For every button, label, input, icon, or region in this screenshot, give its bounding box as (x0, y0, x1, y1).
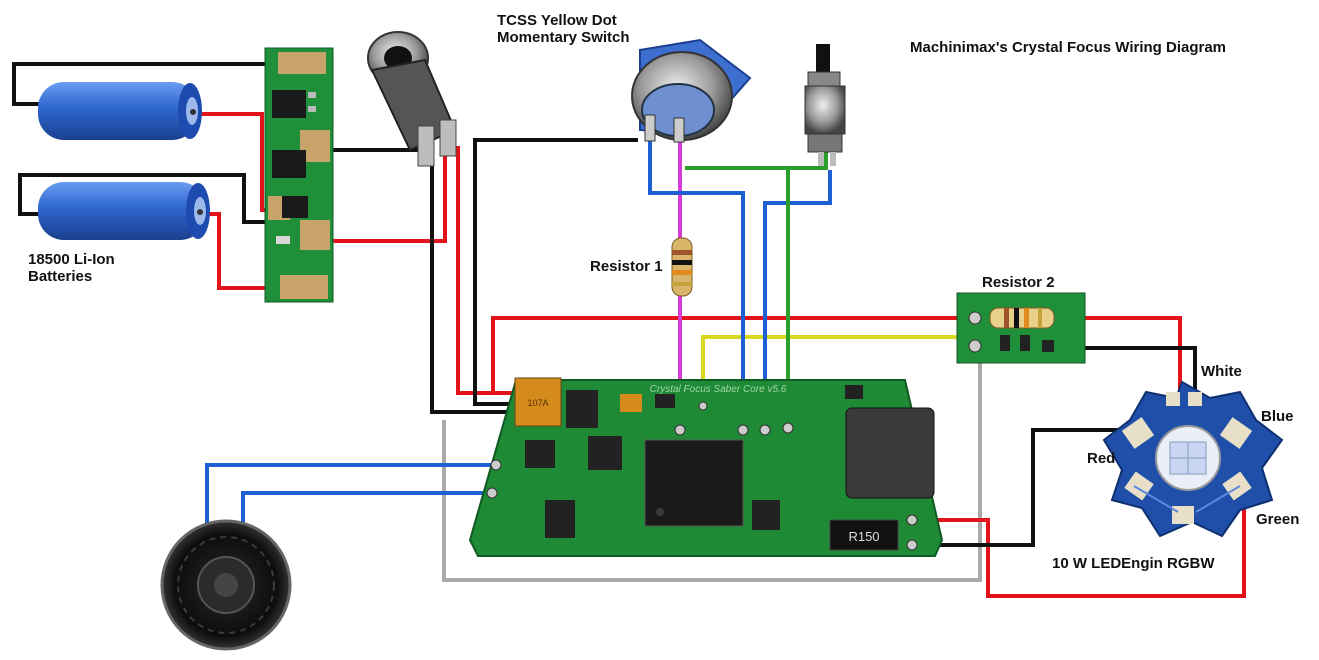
led-label: 10 W LEDEngin RGBW (1052, 555, 1215, 572)
wire-board-red-to-green-pad (912, 487, 1246, 598)
wire-speaker-2 (241, 491, 492, 527)
resistor-1-label: Resistor 1 (590, 258, 663, 275)
main-board: 107A Crystal Focus Saber Core v5.6 R150 (468, 377, 944, 557)
wire-black-to-blue-pad (1050, 346, 1197, 394)
board-silkscreen: Crystal Focus Saber Core v5.6 (650, 384, 787, 395)
batteries-label-line1: 18500 Li-Ion (28, 251, 115, 268)
wire-bms-black-to-jack (318, 148, 432, 160)
led-star (1102, 380, 1284, 538)
pushbutton (804, 44, 846, 166)
wire-gray (442, 350, 982, 582)
red-channel-label: Red (1087, 450, 1116, 467)
switch-label-line2: Momentary Switch (497, 29, 630, 47)
wire-red-to-resistor2 (491, 316, 985, 392)
switch-label-line1: TCSS Yellow Dot (497, 12, 617, 29)
battery-2 (38, 182, 210, 240)
dc-jack (367, 31, 457, 167)
wire-jack-black-to-board (430, 160, 512, 414)
green-channel-label: Green (1256, 511, 1300, 528)
resistor-code: R150 (848, 529, 879, 544)
momentary-switch (631, 38, 752, 143)
wires (12, 62, 1246, 598)
speaker (160, 519, 292, 651)
blue-channel-label: Blue (1261, 408, 1294, 425)
diagram-title: Machinimax's Crystal Focus Wiring Diagra… (910, 39, 1227, 56)
wire-bms-red-to-jack (318, 148, 447, 243)
battery-1 (38, 82, 202, 140)
wire-red-to-white-pad (1050, 316, 1182, 394)
cap-code: 107A (527, 398, 548, 408)
switch-label: TCSS Yellow Dot Momentary Switch (497, 12, 630, 47)
batteries-label-line2: Batteries (28, 268, 93, 286)
wire-green (685, 150, 828, 170)
wire-switch-black (473, 138, 638, 406)
wire-board-black-to-red-pad (912, 428, 1138, 547)
resistor-1 (671, 237, 693, 297)
wire-blue-switch (648, 122, 745, 430)
wire-jack-red-to-board (450, 146, 518, 395)
resistor-2-board (956, 292, 1086, 364)
protection-board (264, 47, 334, 303)
white-channel-label: White (1201, 363, 1242, 380)
wire-blue-pushbutton (763, 170, 832, 430)
wire-battery2-black (18, 173, 272, 224)
batteries-label: 18500 Li-Ion Batteries (28, 251, 115, 286)
resistor-2-label: Resistor 2 (982, 274, 1055, 291)
